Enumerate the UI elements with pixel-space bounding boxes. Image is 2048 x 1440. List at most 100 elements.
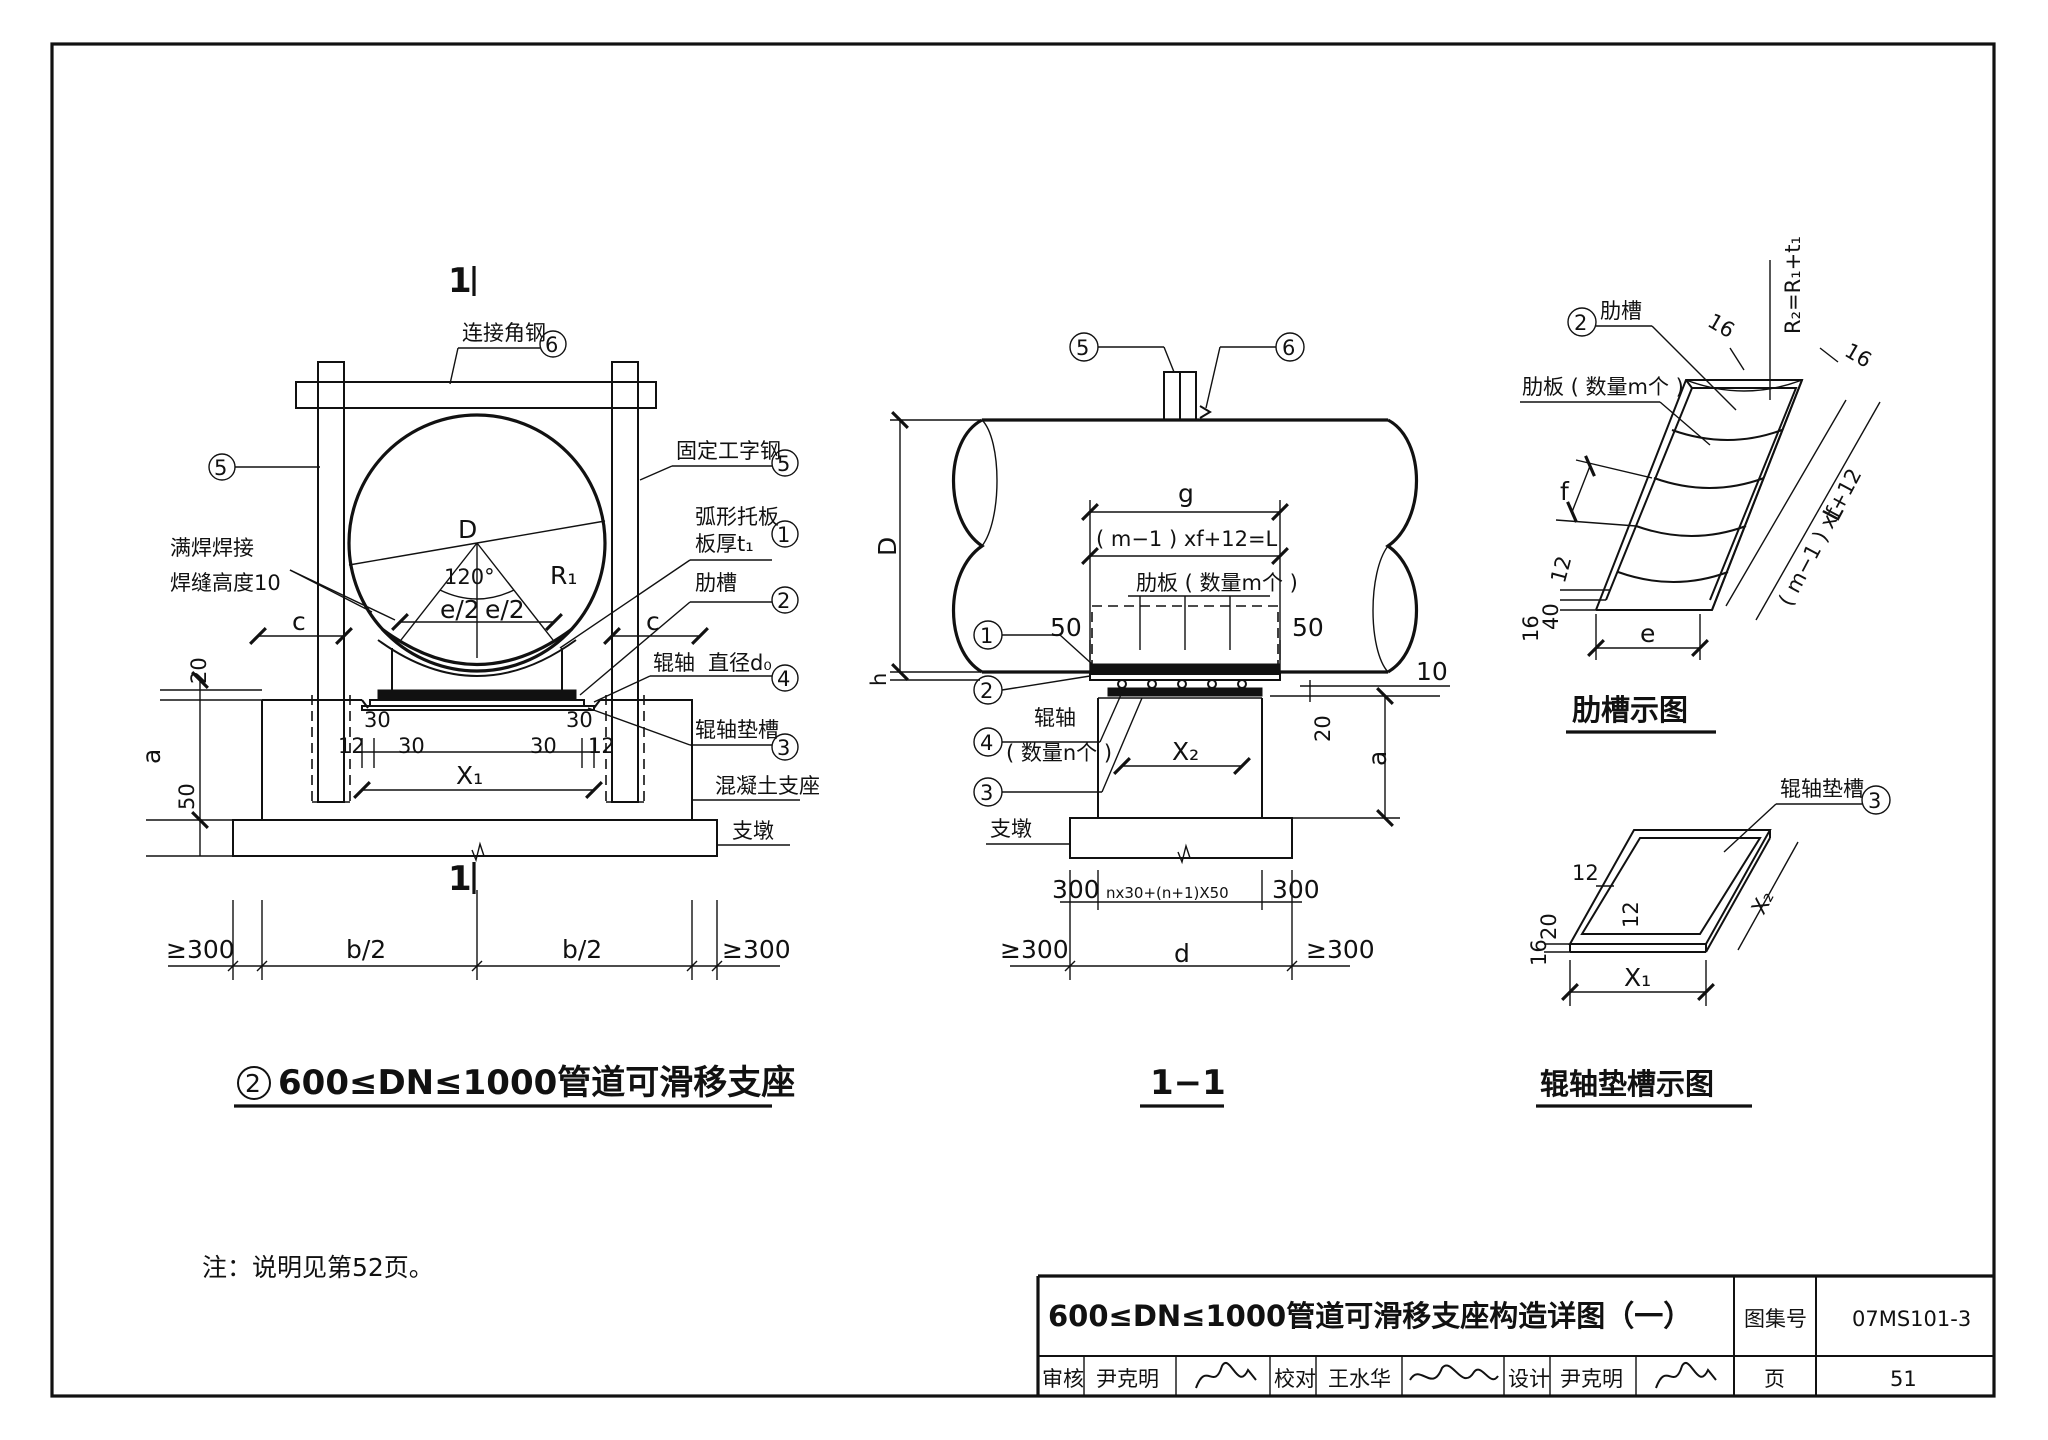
caption-rib: 肋槽示图 [1572, 693, 1688, 727]
dim-12-a: 12 [338, 734, 365, 758]
dim-20-roller: 20 [1537, 913, 1561, 940]
check-label: 校对 [1274, 1367, 1316, 1391]
dim-e2-right: e/2 [485, 595, 525, 624]
dim-30-c: 30 [566, 708, 593, 732]
dim-g: g [1178, 479, 1194, 508]
roller-pad-view: 辊轴垫槽 3 12 12 16 20 X₂ X₁ 辊轴垫槽示图 [1527, 777, 1891, 1108]
dim-50-right-mid: 50 [1292, 613, 1324, 642]
callout-4-mid: 4 [980, 731, 993, 755]
label-connecting-angle: 连接角钢 [462, 321, 546, 345]
callout-4: 4 [777, 667, 790, 691]
dim-ge300-mid-right: ≥300 [1306, 935, 1375, 964]
label-rib-plate-mid: 肋板 ( 数量m个 ) [1136, 571, 1298, 595]
dim-X1: X₁ [456, 761, 483, 790]
caption-roller: 辊轴垫槽示图 [1540, 1067, 1714, 1101]
page-number: 51 [1890, 1367, 1917, 1391]
dim-h-mid: h [867, 673, 891, 686]
callout-2-rib: 2 [1574, 311, 1587, 335]
page-label: 页 [1764, 1367, 1785, 1391]
dim-e2-left: e/2 [440, 595, 480, 624]
dim-R2: R₂=R₁+t₁ [1781, 236, 1805, 334]
section-mark-bottom: 1 [448, 859, 472, 899]
section-mark-top: 1 [448, 261, 472, 301]
dim-d: d [1174, 939, 1190, 968]
label-rib-groove: 肋槽 [695, 571, 737, 595]
title-block: 600≤DN≤1000管道可滑移支座构造详图（一） 图集号 07MS101-3 … [1036, 1274, 1994, 1396]
caption-number: 2 [245, 1069, 261, 1098]
callout-3: 3 [777, 736, 790, 760]
callout-1-mid: 1 [980, 624, 993, 648]
reviewer-signature [1195, 1362, 1257, 1389]
label-roller-mid: 辊轴 [1034, 706, 1076, 730]
caption-left: 600≤DN≤1000管道可滑移支座 [278, 1063, 795, 1103]
dim-ge300-mid-left: ≥300 [1000, 935, 1069, 964]
dim-b2-left: b/2 [346, 935, 386, 964]
callout-6-top-left: 6 [545, 333, 558, 357]
dim-30-d: 30 [530, 734, 557, 758]
dim-ge300-right: ≥300 [722, 935, 791, 964]
dim-e-rib: e [1640, 619, 1655, 648]
dim-300-right: 300 [1272, 875, 1320, 904]
dim-16-rib: 16 [1519, 615, 1543, 642]
dim-10: 10 [1416, 657, 1448, 686]
title-main: 600≤DN≤1000管道可滑移支座构造详图（一） [1048, 1299, 1692, 1333]
label-roller-count: ( 数量n个 ) [1006, 741, 1112, 765]
reviewer-name: 尹克明 [1096, 1367, 1159, 1391]
label-fixed-i-beam: 固定工字钢 [676, 439, 781, 463]
label-arc-plate-1: 弧形托板 [695, 505, 779, 529]
dim-12-b: 12 [588, 734, 615, 758]
dim-12-rib: 12 [1546, 553, 1576, 585]
dim-12-roller-b: 12 [1619, 901, 1643, 928]
callout-2-mid: 2 [980, 679, 993, 703]
dim-30-a: 30 [364, 708, 391, 732]
checker-name: 王水华 [1328, 1367, 1391, 1391]
designer-name: 尹克明 [1560, 1367, 1623, 1391]
dim-X1-roller: X₁ [1624, 963, 1651, 992]
label-roller-pad-view: 辊轴垫槽 [1780, 777, 1864, 801]
label-rib-groove-view: 肋槽 [1600, 299, 1642, 323]
drawing-frame [50, 42, 1996, 1398]
label-roller-pad: 辊轴垫槽 [695, 718, 779, 742]
dim-f: f [1560, 477, 1570, 506]
callout-1: 1 [777, 523, 790, 547]
atlas-number: 07MS101-3 [1852, 1307, 1971, 1331]
dim-16-right-rib: 16 [1841, 338, 1876, 372]
dim-X2: X₂ [1172, 737, 1199, 766]
section-1-1-view: 5 6 D h g ( m−1 ) xf+12=L 肋板 ( 数量m个 ) [867, 332, 1450, 1108]
callout-5-mid: 5 [1076, 336, 1089, 360]
dim-ge300-left: ≥300 [166, 935, 235, 964]
dim-a-mid: a [1363, 751, 1392, 766]
callout-5-left: 5 [214, 456, 227, 480]
left-elevation-view: 1 1 [137, 261, 820, 1108]
label-concrete-support: 混凝土支座 [715, 774, 820, 798]
dim-X2-roller: X₂ [1747, 887, 1779, 918]
dim-c-right: c [646, 607, 660, 636]
label-full-weld-2: 焊缝高度10 [170, 571, 281, 595]
dim-20: 20 [187, 657, 211, 684]
dim-a-left: a [137, 749, 166, 764]
dim-angle: 120° [444, 565, 495, 589]
designer-signature [1655, 1362, 1717, 1389]
callout-3-mid: 3 [980, 781, 993, 805]
dim-12-roller-a: 12 [1572, 861, 1599, 885]
dim-c-left: c [292, 607, 306, 636]
label-pier-mid: 支墩 [990, 817, 1032, 841]
review-label: 审核 [1042, 1367, 1084, 1391]
label-full-weld-1: 满焊焊接 [170, 536, 254, 560]
label-pier-left: 支墩 [732, 819, 774, 843]
checker-signature [1409, 1364, 1499, 1381]
design-label: 设计 [1508, 1367, 1550, 1391]
callout-6-mid: 6 [1282, 336, 1295, 360]
dim-R1: R₁ [550, 561, 577, 590]
label-roller: 辊轴 [653, 651, 695, 675]
dim-formula2: nx30+(n+1)X50 [1106, 884, 1229, 902]
caption-middle: 1−1 [1150, 1063, 1226, 1103]
dim-b2-right: b/2 [562, 935, 602, 964]
callout-2: 2 [777, 589, 790, 613]
dim-50: 50 [175, 783, 199, 810]
dim-50-left-mid: 50 [1050, 613, 1082, 642]
rib-groove-view: 2 肋槽 肋板 ( 数量m个 ) R₂=R₁+t₁ 16 16 f 12 16 … [1519, 236, 1881, 734]
dim-L-formula: ( m−1 ) xf+12=L [1096, 527, 1278, 551]
dim-formula-rib: ( m−1 ) xf+12 [1774, 465, 1867, 610]
